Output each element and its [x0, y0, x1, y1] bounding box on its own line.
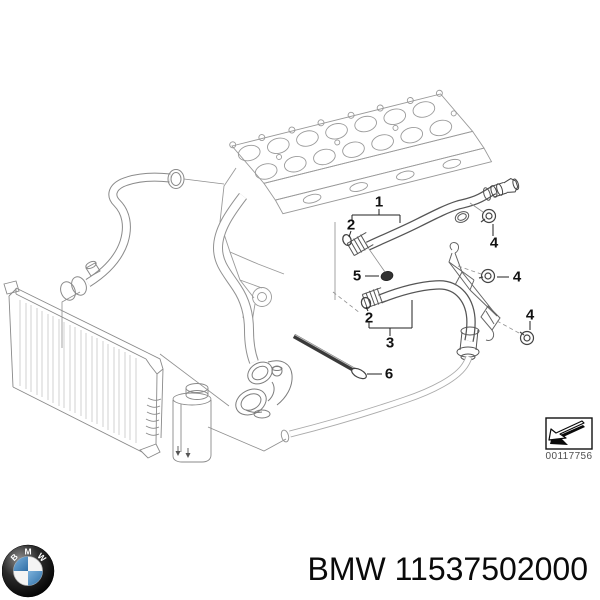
- water-hose-part1-illustration: [346, 177, 520, 256]
- logo-letter-m: M: [24, 547, 31, 557]
- drawing-number: 00117756: [545, 451, 593, 462]
- callout-1: 1: [374, 193, 384, 211]
- hose-bracket-illustration: [448, 242, 501, 341]
- callout-5: 5: [352, 267, 362, 285]
- bmw-logo: B M W: [2, 542, 56, 600]
- leader-lines: [61, 178, 520, 452]
- brand-and-part-number: BMW 11537502000: [307, 551, 588, 587]
- callout-4-top: 4: [489, 234, 499, 252]
- rod-part6-illustration: [292, 334, 367, 380]
- expansion-tank-illustration: [172, 383, 212, 463]
- callout-2-upper: 2: [346, 216, 356, 234]
- callout-4-middle: 4: [512, 268, 522, 286]
- radiator-illustration: [3, 280, 164, 459]
- callout-6: 6: [384, 365, 394, 383]
- engine-to-housing-hose-illustration: [212, 192, 259, 364]
- upper-radiator-hose-illustration: [60, 169, 185, 301]
- logo-quadrant-top-left: [13, 556, 28, 571]
- callout-2-lower: 2: [364, 309, 374, 327]
- thermostat-housing-illustration: [235, 360, 293, 419]
- callout-3: 3: [385, 334, 395, 352]
- vent-hose-illustration: [280, 355, 473, 443]
- grommet-part5-illustration: [380, 270, 394, 282]
- bolts-part4-illustration: [478, 208, 535, 346]
- cooling-hoses-diagram: [3, 89, 593, 463]
- o-rings-part2-illustration: [342, 234, 372, 310]
- water-hose-part3-illustration: [361, 242, 501, 361]
- logo-letter-b: B: [8, 551, 19, 562]
- callout-lines: [348, 209, 531, 375]
- direction-arrow-icon: [545, 417, 593, 450]
- logo-quadrant-bottom-right: [28, 571, 43, 586]
- callout-4-bottom: 4: [525, 306, 535, 324]
